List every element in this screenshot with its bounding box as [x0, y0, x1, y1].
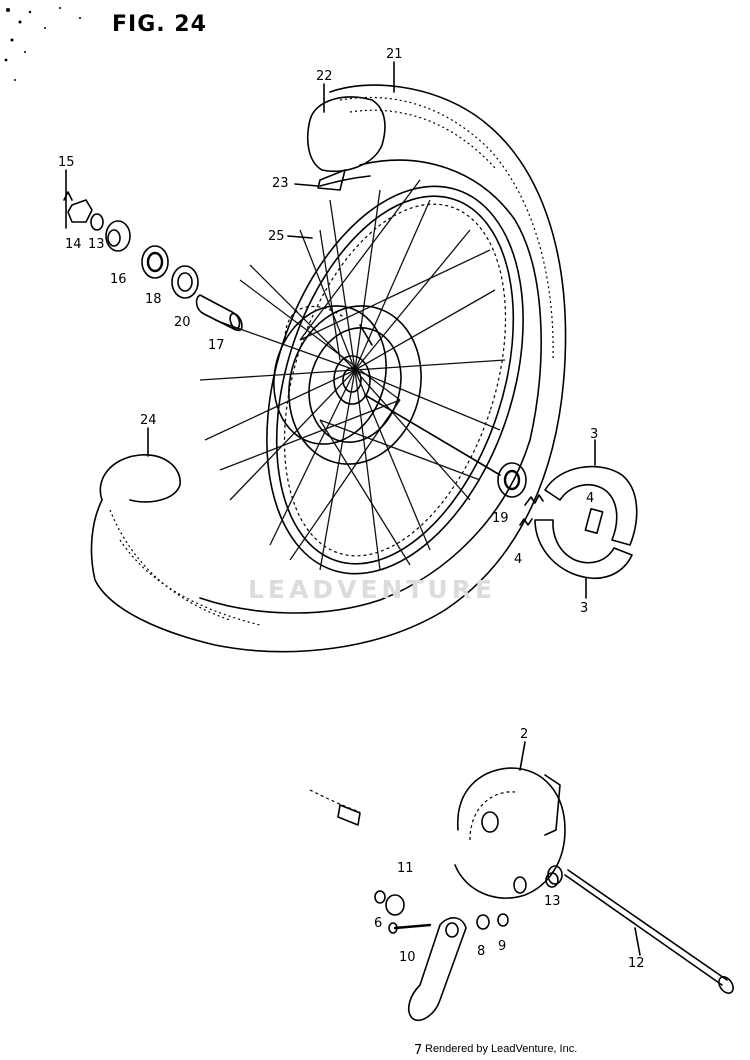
callout-3-upper: 3	[590, 427, 599, 442]
callout-25: 25	[268, 229, 285, 244]
callout-10: 10	[399, 950, 416, 965]
watermark: LEADVENTURE	[248, 575, 497, 604]
callout-4-lower: 4	[514, 552, 523, 567]
axle-parts-left	[63, 169, 243, 332]
credit-text: Rendered by LeadVenture, Inc.	[425, 1043, 578, 1055]
leader-lines	[147, 61, 641, 956]
callout-6: 6	[374, 916, 383, 931]
spokes	[199, 179, 506, 571]
callout-12: 12	[628, 956, 645, 971]
callout-4-upper: 4	[586, 491, 595, 506]
callout-20: 20	[174, 315, 191, 330]
callout-13-left: 13	[88, 237, 105, 252]
callout-2: 2	[520, 727, 529, 742]
callout-9: 9	[498, 939, 507, 954]
callout-19: 19	[492, 511, 509, 526]
callout-11: 11	[397, 861, 414, 876]
callout-17: 17	[208, 338, 225, 353]
callout-23: 23	[272, 176, 289, 191]
callout-16: 16	[110, 272, 127, 287]
callout-3-lower: 3	[580, 601, 589, 616]
callout-21: 21	[386, 47, 403, 62]
callout-14: 14	[65, 237, 82, 252]
callout-13-right: 13	[544, 894, 561, 909]
brake-panel	[309, 767, 734, 1022]
tire	[90, 84, 567, 653]
callout-7: 7	[414, 1043, 423, 1058]
callout-24: 24	[140, 413, 157, 428]
callout-15: 15	[58, 155, 75, 170]
hub	[273, 305, 422, 465]
callout-22: 22	[316, 69, 333, 84]
figure-title: FIG. 24	[112, 12, 207, 37]
callout-18: 18	[145, 292, 162, 307]
scan-noise	[4, 7, 81, 81]
brake-shoes	[364, 394, 638, 580]
callout-8: 8	[477, 944, 486, 959]
